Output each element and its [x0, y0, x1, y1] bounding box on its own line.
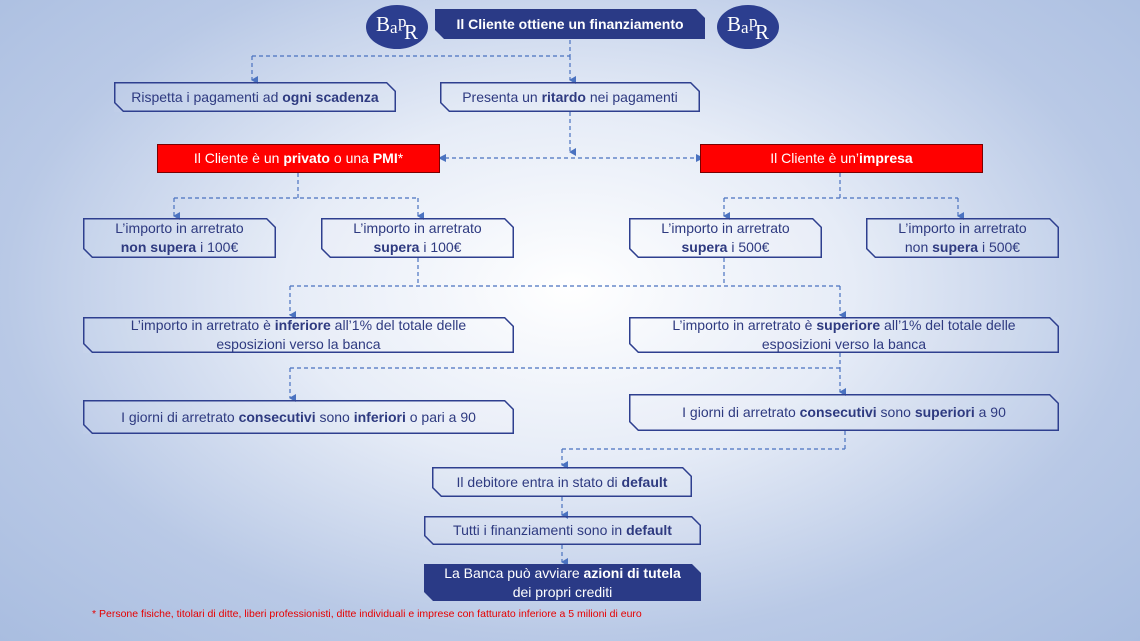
title-text: Il Cliente ottiene un finanziamento [456, 15, 684, 32]
amount-exceeds-500-box: L’importo in arretrato supera i 500€ [629, 218, 822, 258]
days-below-90-box: I giorni di arretrato consecutivi sono i… [83, 400, 514, 434]
row5-left-bold1: consecutivi [238, 408, 316, 425]
amount-not-exceed-500-box: L’importo in arretrato non supera i 500€ [866, 218, 1059, 258]
row5-right-mid: sono [876, 404, 915, 420]
row2-right-pre: Il Cliente è un’ [770, 150, 859, 166]
row1-left-bold: ogni scadenza [282, 88, 379, 105]
row3-2-bold: supera [681, 239, 728, 255]
row5-right-pre: I giorni di arretrato [682, 404, 800, 420]
row1-right-bold: ritardo [541, 88, 586, 105]
row2-left-post: * [397, 150, 404, 166]
row4-right-post: all’1% del totale delle [880, 317, 1016, 333]
default1-pre: Il debitore entra in stato di [456, 473, 622, 490]
company-box: Il Cliente è un’impresa [700, 144, 983, 173]
debtor-default-box: Il debitore entra in stato di default [432, 467, 692, 497]
row2-left-bold1: privato [283, 150, 330, 166]
row5-left-mid: sono [315, 408, 354, 425]
days-above-90-box: I giorni di arretrato consecutivi sono s… [629, 394, 1059, 431]
row5-left-post: o pari a 90 [405, 408, 476, 425]
row3-0-line1: L’importo in arretrato [115, 220, 244, 236]
row3-1-line1: L’importo in arretrato [353, 220, 482, 236]
row5-right-bold1: consecutivi [799, 404, 877, 420]
row2-left-bold2: PMI [372, 150, 398, 166]
default2-pre: Tutti i finanziamenti sono in [453, 522, 627, 538]
row4-right-pre: L’importo in arretrato è [672, 317, 817, 333]
row4-left-line2: esposizioni verso la banca [216, 336, 381, 352]
private-or-pmi-box: Il Cliente è un privato o una PMI* [157, 144, 440, 173]
title-box: Il Cliente ottiene un finanziamento [435, 9, 705, 39]
pays-on-time-box: Rispetta i pagamenti ad ogni scadenza [114, 82, 396, 112]
row4-right-bold: superiore [816, 317, 881, 333]
late-payment-box: Presenta un ritardo nei pagamenti [440, 82, 700, 112]
bank-actions-box: La Banca può avviare azioni di tutela de… [424, 564, 701, 601]
footnote: * Persone fisiche, titolari di ditte, li… [92, 608, 642, 620]
below-1-percent-box: L’importo in arretrato è inferiore all’1… [83, 317, 514, 353]
row5-right-bold2: superiori [914, 404, 975, 420]
final-pre: La Banca può avviare [444, 564, 584, 581]
row5-left-bold2: inferiori [353, 408, 406, 425]
row3-1-bold: supera [373, 239, 420, 255]
row3-2-line1: L’importo in arretrato [661, 220, 790, 236]
row3-3-bold: supera [932, 239, 979, 255]
final-line2: dei propri crediti [512, 583, 613, 600]
all-loans-default-box: Tutti i finanziamenti sono in default [424, 516, 701, 545]
row4-right-line2: esposizioni verso la banca [761, 336, 927, 352]
row5-right-post: a 90 [974, 404, 1006, 420]
row3-3-post: i 500€ [978, 239, 1021, 255]
row3-1-post: i 100€ [419, 239, 462, 255]
row4-left-pre: L’importo in arretrato è [130, 317, 275, 333]
bapr-logo-right: B a p R [717, 5, 779, 49]
row2-left-pre: Il Cliente è un [193, 150, 284, 166]
bapr-logo-left: B a p R [366, 5, 428, 49]
row3-2-post: i 500€ [727, 239, 770, 255]
default2-bold: default [626, 522, 672, 538]
above-1-percent-box: L’importo in arretrato è superiore all’1… [629, 317, 1059, 353]
row4-left-post: all’1% del totale delle [330, 317, 467, 333]
row3-0-post: i 100€ [196, 239, 239, 255]
amount-not-exceed-100-box: L’importo in arretrato non supera i 100€ [83, 218, 276, 258]
row1-right-post: nei pagamenti [585, 88, 678, 105]
row1-left-text: Rispetta i pagamenti ad [131, 88, 283, 105]
default1-bold: default [621, 473, 668, 490]
amount-exceeds-100-box: L’importo in arretrato supera i 100€ [321, 218, 514, 258]
final-bold: azioni di tutela [583, 564, 681, 581]
row3-3-line1: L’importo in arretrato [898, 220, 1027, 236]
row1-right-pre: Presenta un [462, 88, 542, 105]
row2-right-bold: impresa [859, 150, 913, 166]
row4-left-bold: inferiore [274, 317, 331, 333]
row5-left-pre: I giorni di arretrato [121, 408, 239, 425]
row3-3-pre: non [904, 239, 933, 255]
row2-left-mid: o una [330, 150, 373, 166]
row3-0-bold: non supera [120, 239, 197, 255]
